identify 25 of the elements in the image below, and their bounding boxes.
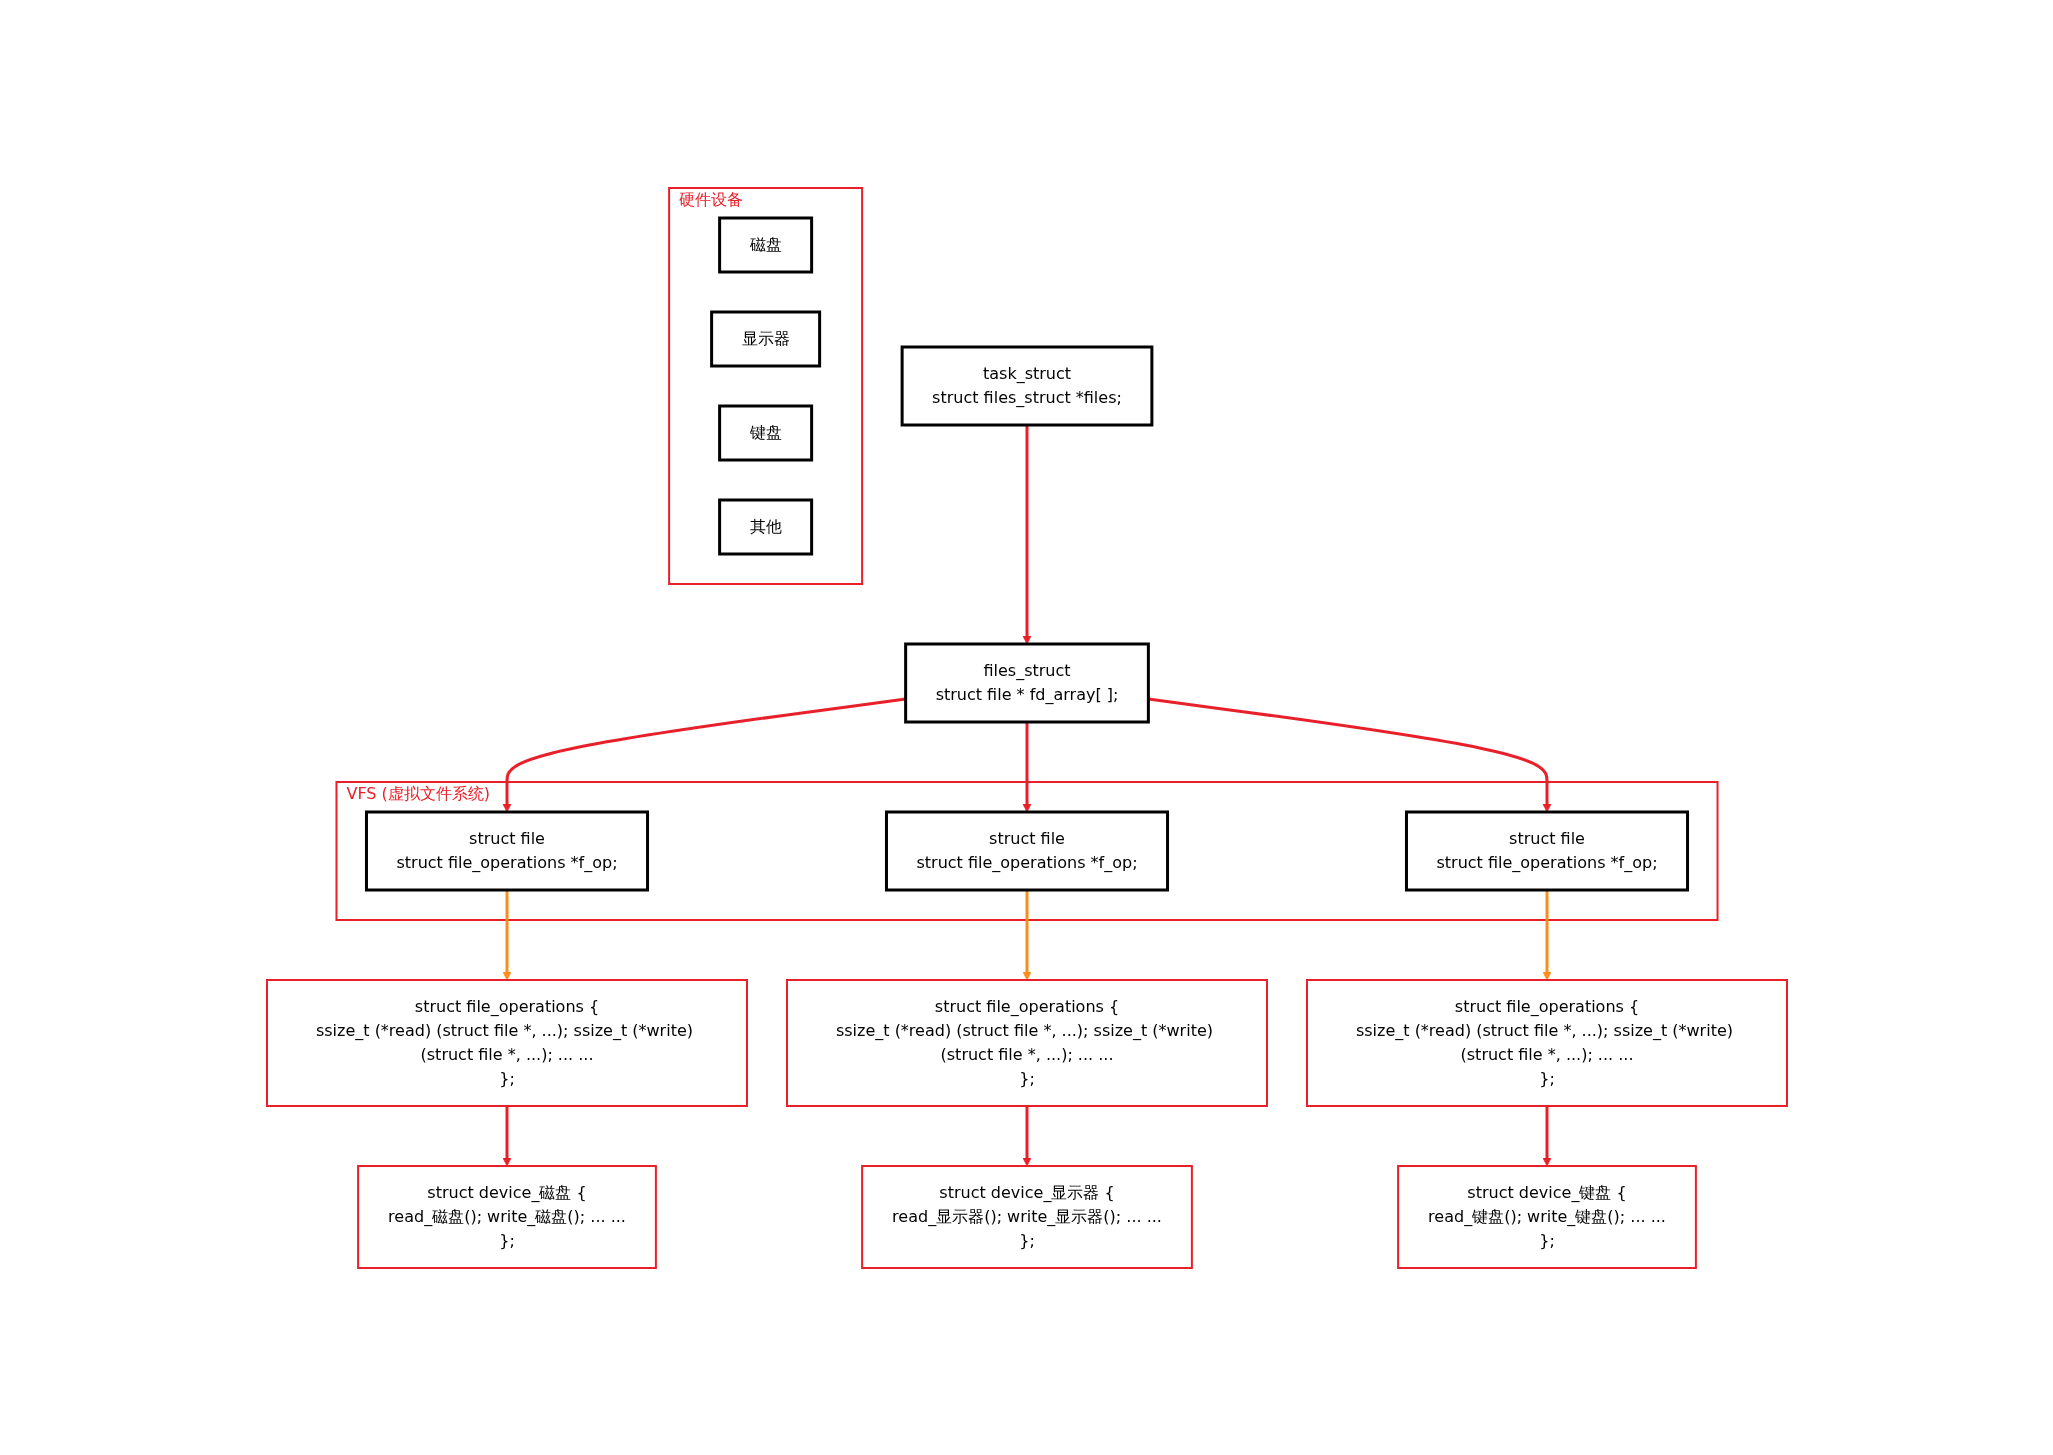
node-box: struct file struct file_operations *f_op; — [364, 810, 649, 891]
node-box: task_struct struct files_struct *files; — [900, 345, 1153, 426]
arrow — [1542, 1105, 1551, 1166]
node-box: 显示器 — [709, 310, 821, 367]
arrow — [1022, 424, 1031, 644]
arrow — [502, 697, 906, 812]
node-box: 其他 — [717, 498, 813, 555]
arrow — [1147, 697, 1551, 812]
node-box: struct file_operations { ssize_t (*read) (struct file *, ...); ssize_t (*write) (struct file *, ...); ... ... }; — [265, 978, 748, 1107]
node-box: 磁盘 — [717, 216, 813, 273]
arrow — [1022, 889, 1031, 980]
node-box: struct device_显示器 { read_显示器(); write_显示器(); ... ... }; — [860, 1164, 1193, 1269]
node-box: struct file_operations { ssize_t (*read) (struct file *, ...); ssize_t (*write) (struct file *, ...); ... ... }; — [785, 978, 1268, 1107]
node-box: 键盘 — [717, 404, 813, 461]
arrow — [1022, 721, 1031, 812]
node-box: files_struct struct file * fd_array[ ]; — [903, 642, 1150, 723]
node-box: struct device_键盘 { read_键盘(); write_键盘(); ... ... }; — [1396, 1164, 1697, 1269]
node-box: struct file struct file_operations *f_op; — [884, 810, 1169, 891]
arrow — [502, 1105, 511, 1166]
node-box: struct device_磁盘 { read_磁盘(); write_磁盘(); ... ... }; — [356, 1164, 657, 1269]
arrow — [1022, 1105, 1031, 1166]
arrow — [1542, 889, 1551, 980]
node-box: struct file_operations { ssize_t (*read) (struct file *, ...); ssize_t (*write) (struct file *, ...); ... ... }; — [1305, 978, 1788, 1107]
arrow — [502, 889, 511, 980]
node-box: struct file struct file_operations *f_op; — [1404, 810, 1689, 891]
